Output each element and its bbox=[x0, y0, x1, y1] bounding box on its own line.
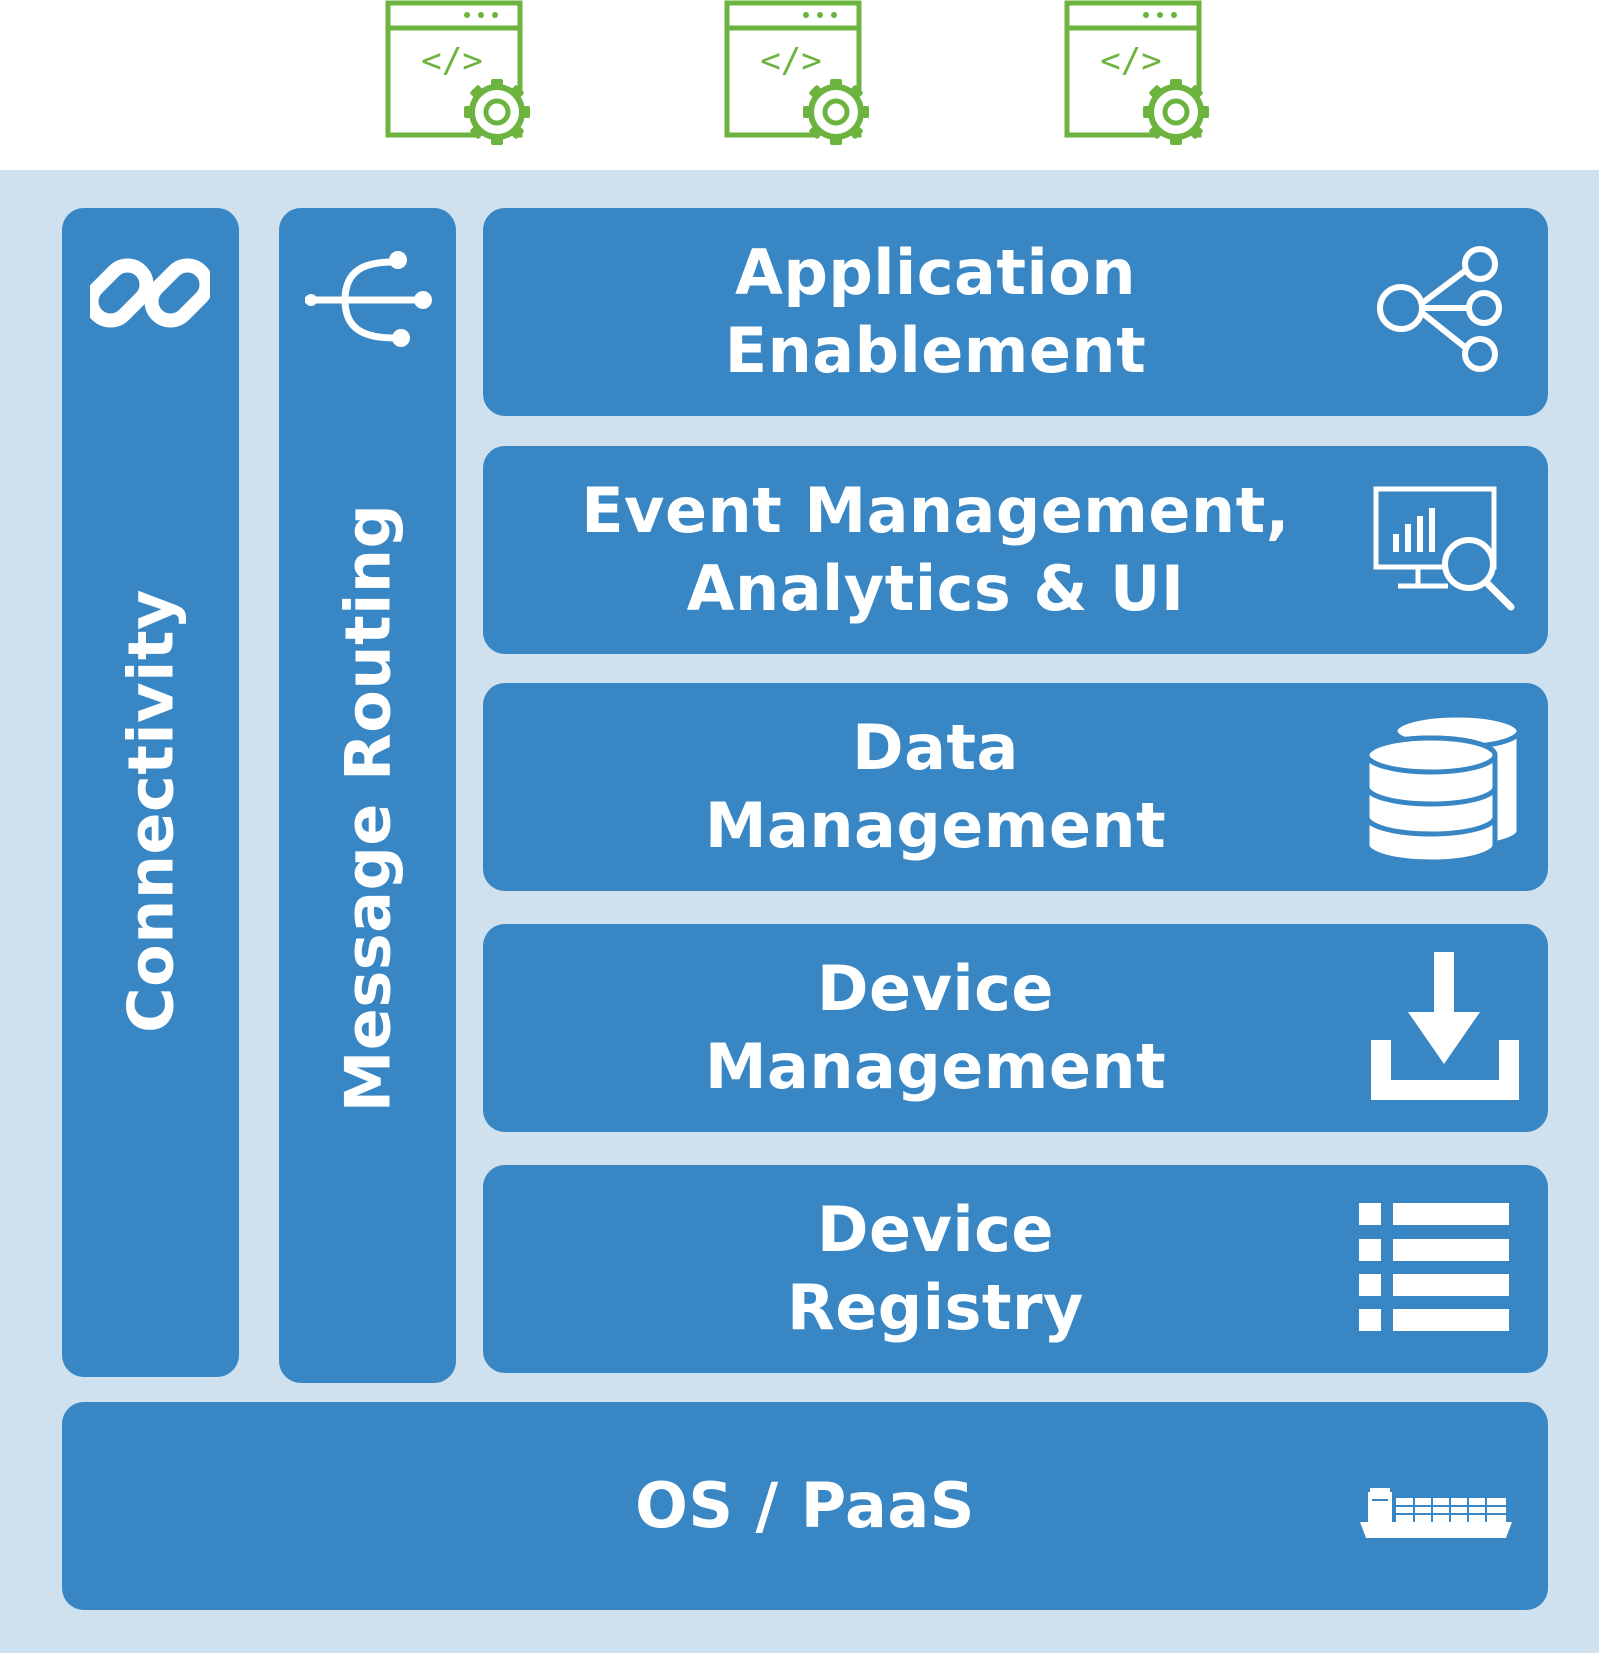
layer-data-management: Data Management bbox=[483, 683, 1548, 891]
layer-event-management-analytics-ui: Event Management, Analytics & UI bbox=[483, 446, 1548, 654]
layer-label: Device Registry bbox=[483, 1165, 1388, 1373]
layer-title-line1: Device bbox=[817, 952, 1054, 1025]
layer-title-line1: Event Management, bbox=[581, 474, 1290, 547]
layer-title-line2: Enablement bbox=[724, 314, 1147, 387]
app-code-glyph: </> bbox=[421, 41, 482, 81]
app-code-glyph: </> bbox=[1100, 41, 1161, 81]
code-window-gear-icon: </> bbox=[385, 0, 535, 152]
layer-label: Device Management bbox=[483, 924, 1388, 1132]
layer-title-line2: Analytics & UI bbox=[686, 552, 1185, 625]
layer-device-registry: Device Registry bbox=[483, 1165, 1548, 1373]
usb-routing-icon bbox=[303, 244, 435, 358]
chain-link-icon bbox=[84, 234, 214, 358]
layer-label: Application Enablement bbox=[483, 208, 1388, 416]
message-routing-label: Message Routing bbox=[331, 503, 404, 1112]
layer-title-line2: Management bbox=[704, 789, 1167, 862]
layer-label: Data Management bbox=[483, 683, 1388, 891]
database-icon bbox=[1364, 712, 1525, 867]
layer-title-line2: Management bbox=[704, 1030, 1167, 1103]
message-routing-column: Message Routing bbox=[279, 208, 456, 1383]
code-window-gear-icon: </> bbox=[724, 0, 874, 152]
analytics-monitor-icon bbox=[1373, 486, 1518, 620]
layer-device-management: Device Management bbox=[483, 924, 1548, 1132]
container-ship-icon bbox=[1358, 1484, 1518, 1548]
layer-label: Event Management, Analytics & UI bbox=[483, 446, 1388, 654]
layer-application-enablement: Application Enablement bbox=[483, 208, 1548, 416]
download-tray-icon bbox=[1367, 952, 1522, 1106]
os-paas-label: OS / PaaS bbox=[635, 1469, 975, 1542]
layer-title-line1: Data bbox=[852, 711, 1019, 784]
layer-label: OS / PaaS bbox=[62, 1402, 1548, 1610]
connectivity-column: Connectivity bbox=[62, 208, 239, 1377]
applications-row: </> </> bbox=[0, 0, 1599, 170]
connectivity-label: Connectivity bbox=[114, 588, 187, 1033]
app-code-glyph: </> bbox=[760, 41, 821, 81]
share-nodes-icon bbox=[1376, 246, 1511, 380]
layer-title-line2: Registry bbox=[787, 1271, 1084, 1344]
layer-title-line1: Device bbox=[817, 1193, 1054, 1266]
layer-title-line1: Application bbox=[735, 236, 1136, 309]
layer-os-paas: OS / PaaS bbox=[62, 1402, 1548, 1610]
code-window-gear-icon: </> bbox=[1064, 0, 1214, 152]
list-icon bbox=[1359, 1203, 1509, 1339]
